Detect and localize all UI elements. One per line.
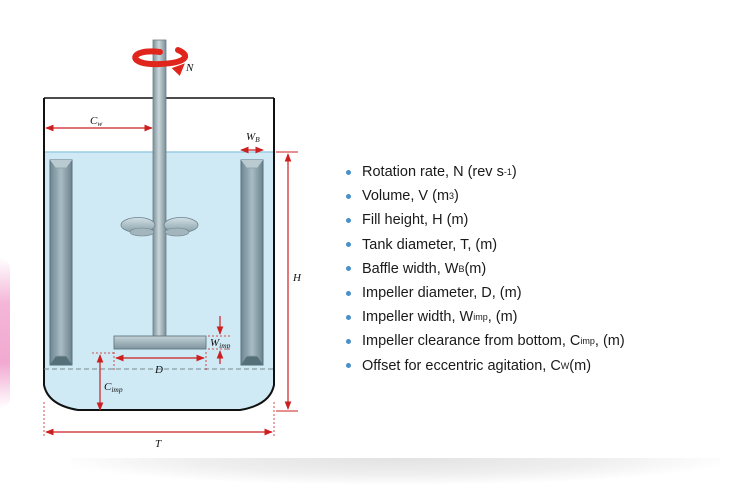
left-baffle (49, 159, 73, 366)
right-baffle (240, 159, 264, 366)
bottom-impeller (113, 335, 207, 350)
label-wimp: Wimp (210, 337, 231, 350)
pitched-blade-impeller (120, 217, 199, 237)
rotation-arrow-icon (132, 47, 189, 76)
label-h: H (292, 272, 302, 284)
label-t: T (155, 438, 162, 450)
decorative-swoosh (0, 258, 10, 408)
list-item: Impeller diameter, D, (m) (344, 281, 625, 305)
label-cw: Cw (90, 115, 102, 128)
bullet-icon (346, 242, 351, 248)
list-item: Tank diameter, T, (m) (344, 233, 625, 257)
label-wb: WB (246, 131, 260, 144)
list-item: Rotation rate, N (rev s-1 ) (344, 160, 625, 184)
tank-wall (43, 98, 275, 411)
decorative-floor-shadow (70, 458, 720, 484)
shaft (152, 39, 167, 349)
list-item: Fill height, H (m) (344, 208, 625, 232)
bullet-icon (346, 169, 351, 175)
label-N: N (185, 62, 194, 74)
bullet-icon (346, 338, 351, 344)
bullet-icon (346, 193, 351, 199)
bullet-icon (346, 266, 351, 272)
bullet-icon (346, 217, 351, 223)
label-cimp: Cimp (104, 381, 123, 394)
label-d: D (154, 364, 163, 376)
parameter-list: Rotation rate, N (rev s-1 ) Volume, V (m… (344, 160, 625, 378)
bullet-icon (346, 290, 351, 296)
bullet-icon (346, 363, 351, 369)
bullet-icon (346, 314, 351, 320)
